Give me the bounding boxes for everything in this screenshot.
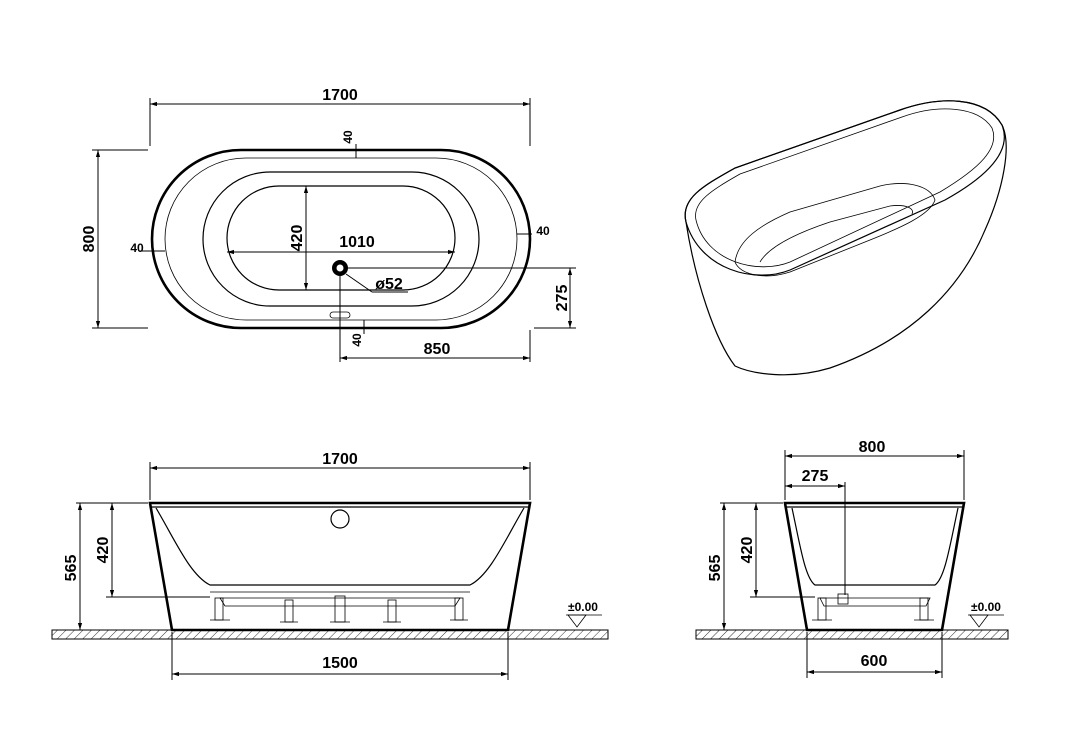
side-base-label: 600 <box>861 653 888 670</box>
iso-basin-floor <box>734 183 936 277</box>
front-level-marker <box>567 614 587 628</box>
front-depth-label: 420 <box>95 537 112 564</box>
inner-width-label: 420 <box>289 225 306 252</box>
drain-offset-x-label: 850 <box>424 341 451 358</box>
top-inner-rim <box>164 157 518 321</box>
inner-length-label: 1010 <box>339 234 375 251</box>
side-under-frame <box>819 597 931 607</box>
front-floor <box>51 629 609 640</box>
front-feet <box>210 595 468 623</box>
side-height-label: 565 <box>707 555 724 582</box>
side-floor-level-label: ±0.00 <box>971 600 1001 614</box>
front-basin <box>155 507 525 586</box>
top-length-label: 1700 <box>322 87 358 104</box>
side-feet <box>812 593 934 621</box>
side-width-label: 800 <box>859 439 886 456</box>
top-width-label: 800 <box>81 226 98 253</box>
top-view: 1700 800 40 40 40 420 1010 ø52 275 40 <box>81 87 576 362</box>
front-under-frame <box>219 597 461 607</box>
side-level-marker <box>969 614 989 628</box>
top-basin-outer <box>202 171 480 307</box>
top-basin-inner <box>226 185 456 291</box>
front-length-label: 1700 <box>322 451 358 468</box>
side-depth-label: 420 <box>739 537 756 564</box>
iso-rim-outer <box>684 100 1005 276</box>
iso-outer-body <box>684 100 1007 376</box>
front-height-label: 565 <box>63 555 80 582</box>
front-body <box>148 501 532 632</box>
front-view: 1700 565 420 1500 ±0.00 <box>51 451 609 680</box>
drain-diameter-label: ø52 <box>375 276 403 293</box>
top-outer-rim <box>150 148 532 330</box>
side-drain-offset-label: 275 <box>802 468 829 485</box>
rim-left-label: 40 <box>130 241 144 255</box>
drain-offset-y-label: 275 <box>554 285 571 312</box>
iso-rim-inner <box>695 108 994 268</box>
drain-outlet-inner <box>336 264 344 272</box>
side-body <box>783 501 966 632</box>
front-base-label: 1500 <box>322 655 358 672</box>
isometric-view <box>684 100 1007 376</box>
front-floor-level-label: ±0.00 <box>568 600 598 614</box>
side-floor <box>695 629 1009 640</box>
rim-bottom-label: 40 <box>350 333 364 347</box>
rim-top-label: 40 <box>341 130 355 144</box>
iso-basin-step <box>759 205 913 263</box>
side-basin <box>791 507 959 586</box>
rim-right-label: 40 <box>536 224 550 238</box>
front-overflow <box>330 509 350 529</box>
side-view: 800 275 565 420 600 ±0.00 <box>695 439 1009 678</box>
